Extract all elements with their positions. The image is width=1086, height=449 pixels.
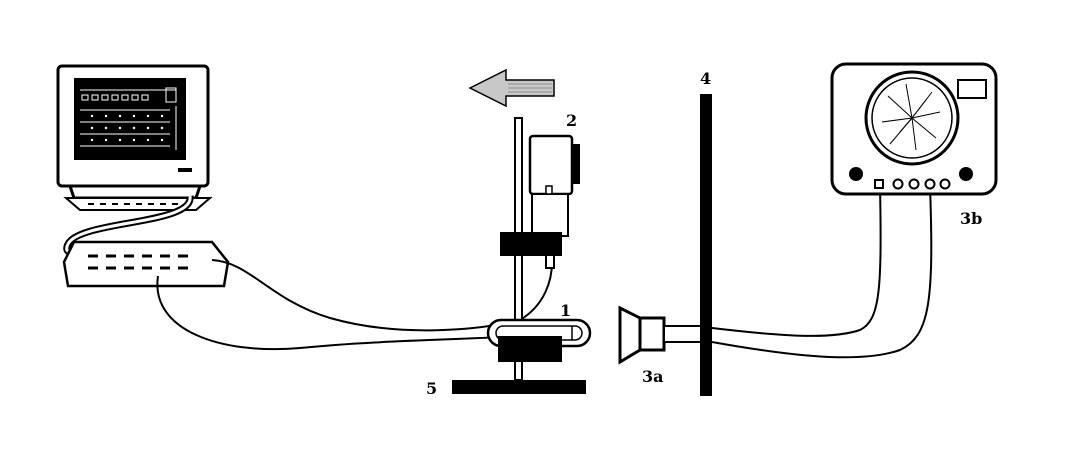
interface-box	[62, 240, 230, 288]
sensor-cable-1	[156, 275, 521, 351]
sensor-cable-2	[211, 259, 553, 332]
speaker	[618, 305, 705, 365]
base-plate	[452, 380, 586, 394]
label-1: 1	[560, 301, 571, 320]
speaker-cable-1	[711, 185, 882, 337]
barrier-wall	[700, 94, 712, 396]
signal-generator	[830, 62, 998, 196]
left-arrow-icon	[468, 68, 555, 108]
label-2: 2	[566, 111, 577, 130]
upper-clamp	[500, 232, 562, 256]
label-3b: 3b	[960, 209, 982, 228]
computer-monitor-icon	[56, 64, 213, 211]
label-3a: 3a	[642, 367, 664, 386]
lower-clamp	[498, 336, 562, 362]
label-5: 5	[426, 379, 437, 398]
speaker-cable-2	[711, 185, 933, 359]
label-4: 4	[700, 69, 711, 88]
